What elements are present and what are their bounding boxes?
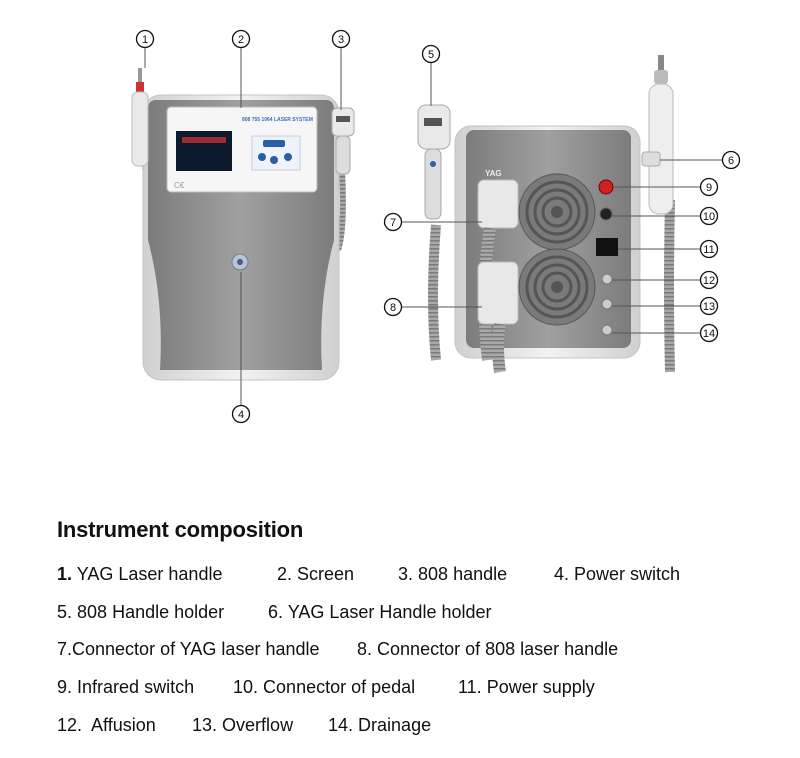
svg-text:7: 7 xyxy=(390,217,396,229)
pedal-connector xyxy=(599,207,613,221)
drainage-port xyxy=(601,324,613,336)
svg-text:1: 1 xyxy=(142,34,148,46)
yag-label: YAG xyxy=(485,169,502,178)
svg-text:11: 11 xyxy=(703,244,714,256)
screen-title: 808 755 1064 LASER SYSTEM xyxy=(242,117,313,123)
callout-5: 5 xyxy=(421,44,441,64)
composition-item-8: 8. Connector of 808 laser handle xyxy=(357,639,619,659)
callout-12: 12 xyxy=(699,270,719,290)
front-view: 808 755 1064 LASER SYSTEM C€ xyxy=(131,68,355,381)
svg-text:10: 10 xyxy=(703,211,715,223)
callout-4: 4 xyxy=(231,404,251,424)
callout-8: 8 xyxy=(383,297,403,317)
callout-7: 7 xyxy=(383,212,403,232)
composition-item-6: 6. YAG Laser Handle holder xyxy=(268,602,492,622)
callout-6: 6 xyxy=(721,150,741,170)
808-connector-plug xyxy=(477,261,519,325)
composition-item-11: 11. Power supply xyxy=(458,677,595,697)
infrared-switch xyxy=(598,179,614,195)
control-button-mid xyxy=(270,156,278,164)
svg-text:5: 5 xyxy=(428,49,434,61)
composition-item-10: 10. Connector of pedal xyxy=(233,677,416,697)
808-handle-back xyxy=(417,104,451,220)
composition-item-1: 1. YAG Laser handle xyxy=(57,564,223,584)
composition-heading: Instrument composition xyxy=(57,517,304,542)
svg-text:6: 6 xyxy=(728,155,734,167)
yag-connector-plug xyxy=(477,179,519,229)
fan-bottom xyxy=(518,248,596,326)
composition-item-2: 2. Screen xyxy=(277,564,355,584)
callout-14: 14 xyxy=(699,323,719,343)
ce-mark: C€ xyxy=(174,181,185,190)
svg-text:8: 8 xyxy=(390,302,396,314)
power-supply-socket xyxy=(596,238,618,256)
yag-handle-front xyxy=(131,68,149,167)
composition-item-13: 13. Overflow xyxy=(192,715,294,735)
svg-text:12: 12 xyxy=(703,275,715,287)
composition-item-3: 3. 808 handle xyxy=(398,564,508,584)
yag-handle-back xyxy=(641,55,674,215)
808-handle-front xyxy=(331,107,355,175)
control-button-top xyxy=(263,140,285,147)
back-view: YAG xyxy=(417,55,675,373)
808-cable-back xyxy=(428,224,441,361)
control-button-left xyxy=(258,153,266,161)
affusion-port xyxy=(601,273,613,285)
svg-text:13: 13 xyxy=(703,301,715,313)
screen-display-bar xyxy=(182,137,226,143)
callout-10: 10 xyxy=(699,206,719,226)
leader-lines xyxy=(144,48,722,406)
control-button-right xyxy=(284,153,292,161)
svg-text:4: 4 xyxy=(238,409,244,421)
yag-cable-back xyxy=(664,199,675,373)
callout-3: 3 xyxy=(331,29,351,49)
svg-text:2: 2 xyxy=(238,34,244,46)
machine-diagram: 808 755 1064 LASER SYSTEM C€ xyxy=(131,29,741,424)
callout-markers: 1 2 3 4 5 6 7 8 9 10 11 12 13 14 xyxy=(135,29,741,424)
callout-2: 2 xyxy=(231,29,251,49)
overflow-port xyxy=(601,298,613,310)
callout-11: 11 xyxy=(699,239,719,259)
808-connector-cable xyxy=(492,322,506,373)
svg-text:14: 14 xyxy=(703,328,715,340)
power-switch-center xyxy=(237,259,243,265)
composition-item-7: 7.Connector of YAG laser handle xyxy=(57,639,320,659)
callout-1: 1 xyxy=(135,29,155,49)
composition-item-9: 9. Infrared switch xyxy=(57,677,195,697)
composition-item-5: 5. 808 Handle holder xyxy=(57,602,225,622)
callout-9: 9 xyxy=(699,177,719,197)
composition-item-12: 12. Affusion xyxy=(57,715,156,735)
composition-item-14: 14. Drainage xyxy=(328,715,432,735)
svg-text:9: 9 xyxy=(706,182,712,194)
svg-text:3: 3 xyxy=(338,34,344,46)
fan-top xyxy=(518,173,596,251)
callout-13: 13 xyxy=(699,296,719,316)
composition-item-4: 4. Power switch xyxy=(554,564,681,584)
